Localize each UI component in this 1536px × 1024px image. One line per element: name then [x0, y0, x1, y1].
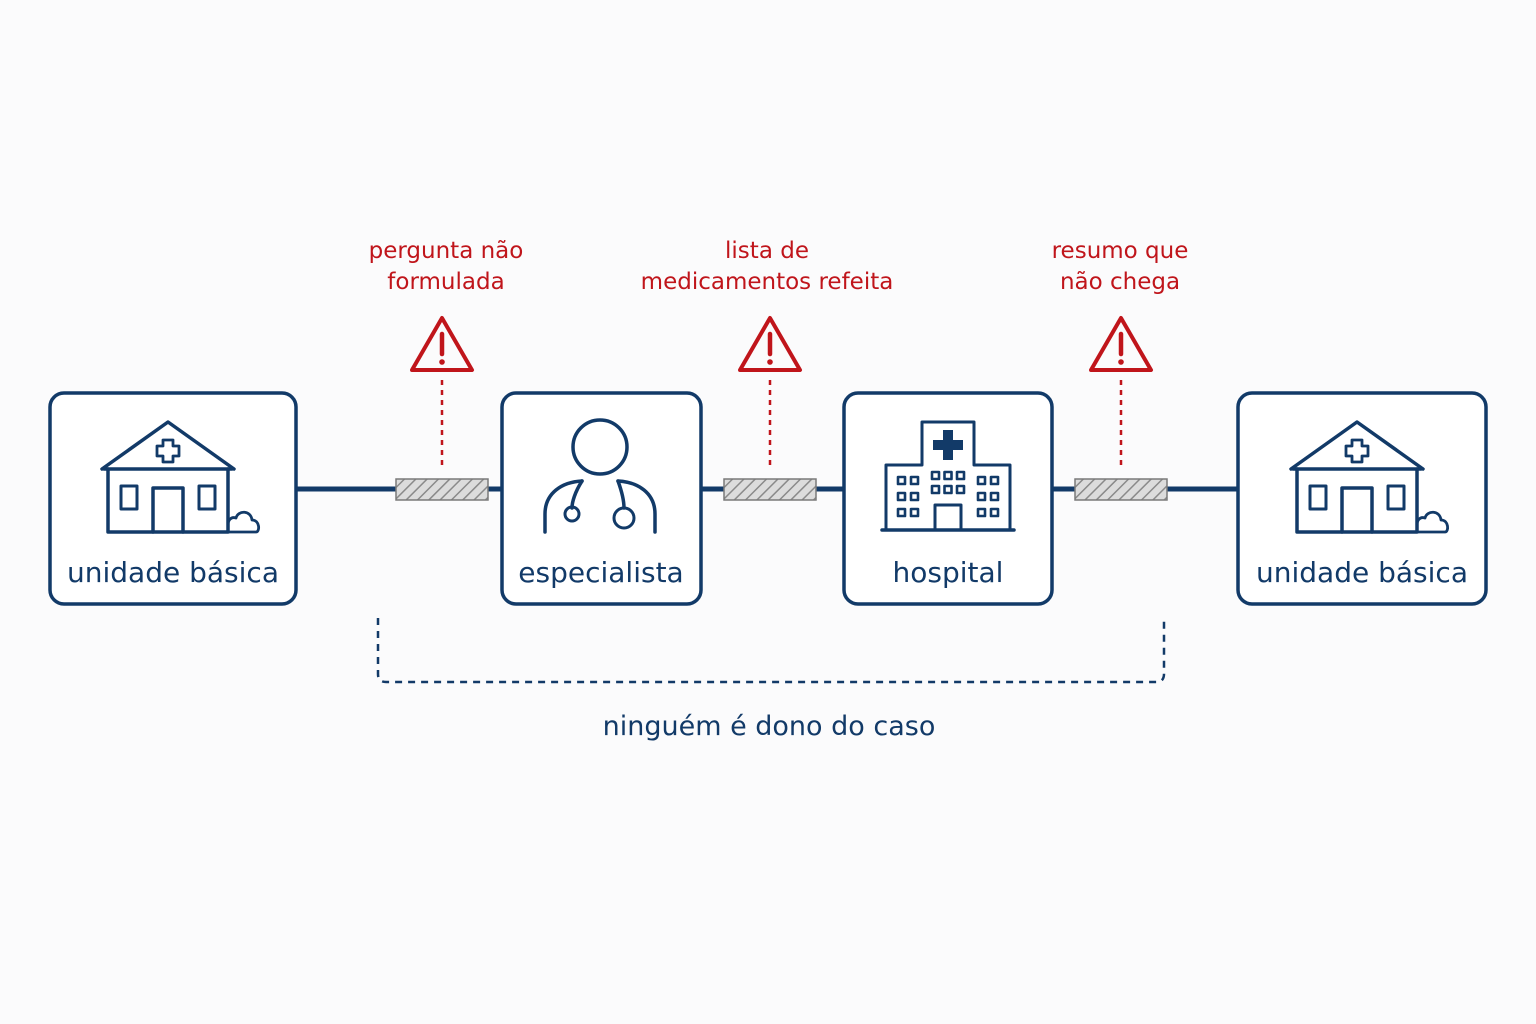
warning-triangle-icon [410, 316, 474, 372]
node-hospital: hospital [842, 391, 1054, 606]
node-label: especialista [518, 556, 683, 589]
warning-label-line: não chega [1060, 269, 1180, 295]
warning-label-line: pergunta não [369, 238, 524, 264]
warning-label-line: lista de [725, 238, 809, 264]
node-label: unidade básica [1256, 556, 1468, 589]
node-especialista: especialista [500, 391, 703, 606]
handoff-gap-3 [1074, 478, 1168, 501]
node-unidade-basica-end: unidade básica [1236, 391, 1488, 606]
footer-label: ninguém é dono do caso [603, 711, 936, 742]
warning-label-1: pergunta não formulada [369, 238, 524, 295]
health-clinic-icon [100, 420, 261, 534]
warning-label-2: lista de medicamentos refeita [641, 238, 894, 295]
warning-triangle-icon [738, 316, 802, 372]
handoff-gaps [395, 478, 1168, 501]
node-unidade-basica-start: unidade básica [48, 391, 298, 606]
health-clinic-icon [1289, 420, 1450, 534]
warning-label-line: formulada [387, 269, 504, 295]
warning-label-line: medicamentos refeita [641, 269, 894, 295]
hospital-icon [880, 420, 1016, 532]
warning-triangle-icon [1089, 316, 1153, 372]
handoff-gap-2 [723, 478, 817, 501]
warning-label-3: resumo que não chega [1052, 238, 1189, 295]
handoff-gap-1 [395, 478, 489, 501]
node-label: hospital [893, 556, 1004, 589]
warning-label-line: resumo que [1052, 238, 1189, 264]
ownership-bracket [376, 618, 1166, 684]
doctor-stethoscope-icon [543, 418, 657, 534]
warning-leaders [440, 380, 1123, 470]
node-label: unidade básica [67, 556, 279, 589]
